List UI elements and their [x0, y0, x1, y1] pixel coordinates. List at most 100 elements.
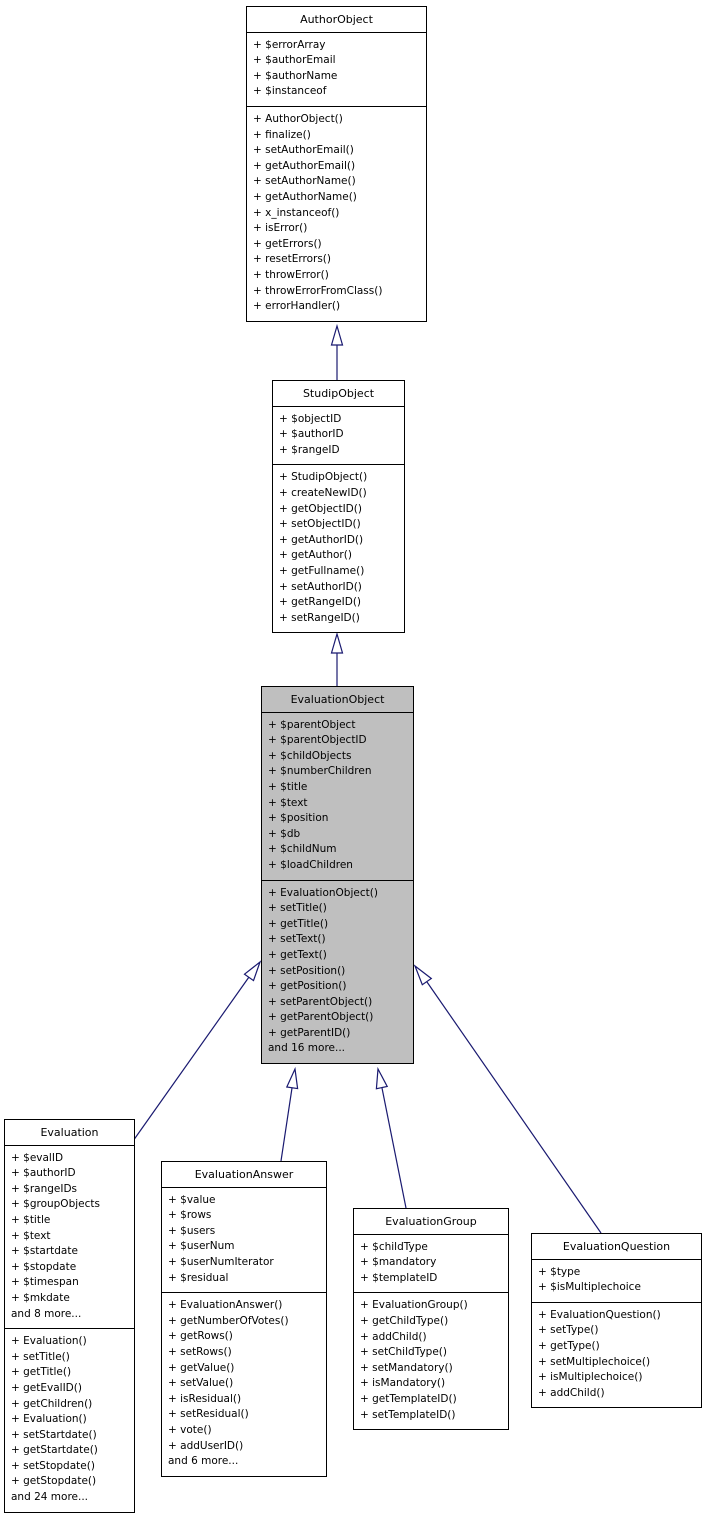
member-row: + $authorName	[253, 69, 338, 82]
member-row: + setMandatory()	[360, 1361, 453, 1374]
class-box-studipobject[interactable]: StudipObject + $objectID+ $authorID+ $ra…	[272, 380, 405, 634]
methods-section: + EvaluationAnswer()+ getNumberOfVotes()…	[162, 1292, 326, 1476]
class-box-evaluationobject[interactable]: EvaluationObject + $parentObject+ $paren…	[261, 686, 414, 1065]
member-row: + setMultiplechoice()	[538, 1355, 651, 1368]
member-row: + $parentObject	[268, 718, 356, 731]
member-row: + isError()	[253, 222, 308, 235]
member-row: + $childNum	[268, 843, 337, 856]
member-row: + setAuthorID()	[279, 580, 362, 593]
member-row: + resetErrors()	[253, 253, 331, 266]
member-row: + $startdate	[11, 1245, 78, 1258]
member-row: + Evaluation()	[11, 1335, 87, 1348]
member-row: + setType()	[538, 1324, 599, 1337]
member-row: + $users	[168, 1224, 216, 1237]
member-row: + getChildren()	[11, 1397, 93, 1410]
member-row: and 24 more...	[11, 1491, 89, 1504]
member-row: + setParentObject()	[268, 995, 373, 1008]
member-row: + createNewID()	[279, 486, 367, 499]
member-row: + getAuthorEmail()	[253, 159, 356, 172]
member-row: + setText()	[268, 933, 326, 946]
member-row: + $type	[538, 1265, 581, 1278]
member-row: + isResidual()	[168, 1392, 242, 1405]
member-row: + $templateID	[360, 1271, 438, 1284]
class-title: Evaluation	[40, 1126, 99, 1139]
member-row: + setStopdate()	[11, 1459, 95, 1472]
member-row: + getParentObject()	[268, 1011, 374, 1024]
member-row: + getParentID()	[268, 1026, 351, 1039]
member-row: and 6 more...	[168, 1455, 239, 1468]
member-row: + getText()	[268, 948, 327, 961]
member-row: + EvaluationQuestion()	[538, 1308, 661, 1321]
class-box-evaluationquestion[interactable]: EvaluationQuestion + $type + $isMultiplec…	[531, 1233, 702, 1409]
attributes-section: + $parentObject + $parentObjectID + $child…	[262, 711, 413, 880]
member-row: + getNumberOfVotes()	[168, 1314, 289, 1327]
class-box-evaluationanswer[interactable]: EvaluationAnswer + $value+ $rows+ $users…	[161, 1161, 327, 1477]
member-row: + getAuthorName()	[253, 190, 357, 203]
member-row: + isMultiplechoice()	[538, 1371, 643, 1384]
member-row: + getFullname()	[279, 564, 365, 577]
member-row: + setChildType()	[360, 1346, 447, 1359]
member-row: + EvaluationObject()	[268, 886, 378, 899]
member-row: + Evaluation()	[11, 1413, 87, 1426]
member-row: + AuthorObject()	[253, 112, 343, 125]
methods-section: + Evaluation()+ setTitle()+ getTitle()+ …	[5, 1328, 134, 1512]
member-row: + $parentObjectID	[268, 734, 367, 747]
member-row: + getTitle()	[268, 917, 329, 930]
member-row: + $childType	[360, 1240, 428, 1253]
member-row: + getErrors()	[253, 237, 322, 250]
attributes-section: + $type + $isMultiplechoice	[532, 1258, 701, 1302]
member-row: + setValue()	[168, 1377, 234, 1390]
member-row: + $authorEmail	[253, 54, 336, 67]
attributes-section: + $childType+ $mandatory+ $templateID	[354, 1233, 508, 1293]
member-row: + setTitle()	[11, 1350, 70, 1363]
member-row: + getObjectID()	[279, 502, 362, 515]
member-row: + setRangeID()	[279, 611, 360, 624]
class-box-evaluation[interactable]: Evaluation + $evalID+ $authorID+ $rangeI…	[4, 1119, 135, 1513]
member-row: + getEvalID()	[11, 1381, 82, 1394]
member-row: + addUserID()	[168, 1439, 244, 1452]
class-title: AuthorObject	[300, 13, 373, 26]
member-row: + $stopdate	[11, 1260, 77, 1273]
attributes-section: + $objectID+ $authorID+ $rangeID	[273, 405, 404, 465]
member-row: + addChild()	[538, 1386, 605, 1399]
member-row: + setPosition()	[268, 964, 346, 977]
member-row: + $db	[268, 827, 301, 840]
member-row: + isMandatory()	[360, 1377, 446, 1390]
member-row: + $title	[11, 1213, 51, 1226]
member-row: + $isMultiplechoice	[538, 1281, 641, 1294]
class-title: EvaluationQuestion	[562, 1240, 671, 1253]
member-row: + getValue()	[168, 1361, 235, 1374]
member-row: + setObjectID()	[279, 518, 361, 531]
class-title: EvaluationAnswer	[194, 1168, 294, 1181]
member-row: + $objectID	[279, 412, 342, 425]
member-row: + $authorID	[279, 428, 344, 441]
member-row: + $numberChildren	[268, 765, 372, 778]
member-row: + errorHandler()	[253, 300, 341, 313]
inheritance-arrow-evaluationanswer-evaluationobject	[280, 1066, 299, 1162]
member-row: + $text	[11, 1229, 51, 1242]
member-row: + $mkdate	[11, 1291, 70, 1304]
member-row: + $rows	[168, 1209, 212, 1222]
methods-section: + EvaluationGroup()+ getChildType()+ add…	[354, 1292, 508, 1429]
member-row: + getPosition()	[268, 980, 347, 993]
inheritance-arrow-evaluationobject-studipobject	[330, 631, 344, 688]
class-box-authorobject[interactable]: AuthorObject + $errorArray+ $authorEmail…	[246, 6, 427, 322]
member-row: + setTemplateID()	[360, 1408, 456, 1421]
member-row: + setStartdate()	[11, 1428, 97, 1441]
class-title: EvaluationGroup	[385, 1215, 477, 1228]
inheritance-arrow-evaluationquestion-evaluationobject	[413, 964, 602, 1234]
member-row: + getType()	[538, 1339, 600, 1352]
member-row: + $text	[268, 796, 308, 809]
member-row: + $userNumIterator	[168, 1255, 274, 1268]
methods-section: + AuthorObject()+ finalize()+ setAuthorE…	[247, 105, 426, 321]
attributes-section: + $evalID+ $authorID+ $rangeIDs+ $groupO…	[5, 1144, 134, 1329]
class-title: StudipObject	[302, 387, 375, 400]
methods-section: + EvaluationObject()+ setTitle()+ getTit…	[262, 879, 413, 1064]
member-row: + setResidual()	[168, 1408, 249, 1421]
class-box-evaluationgroup[interactable]: EvaluationGroup + $childType+ $mandatory…	[353, 1208, 509, 1431]
member-row: + EvaluationGroup()	[360, 1299, 468, 1312]
attributes-section: + $errorArray+ $authorEmail+ $authorName…	[247, 31, 426, 106]
member-row: + throwErrorFromClass()	[253, 284, 383, 297]
member-row: + $loadChildren	[268, 858, 353, 871]
member-row: + $evalID	[11, 1151, 64, 1164]
